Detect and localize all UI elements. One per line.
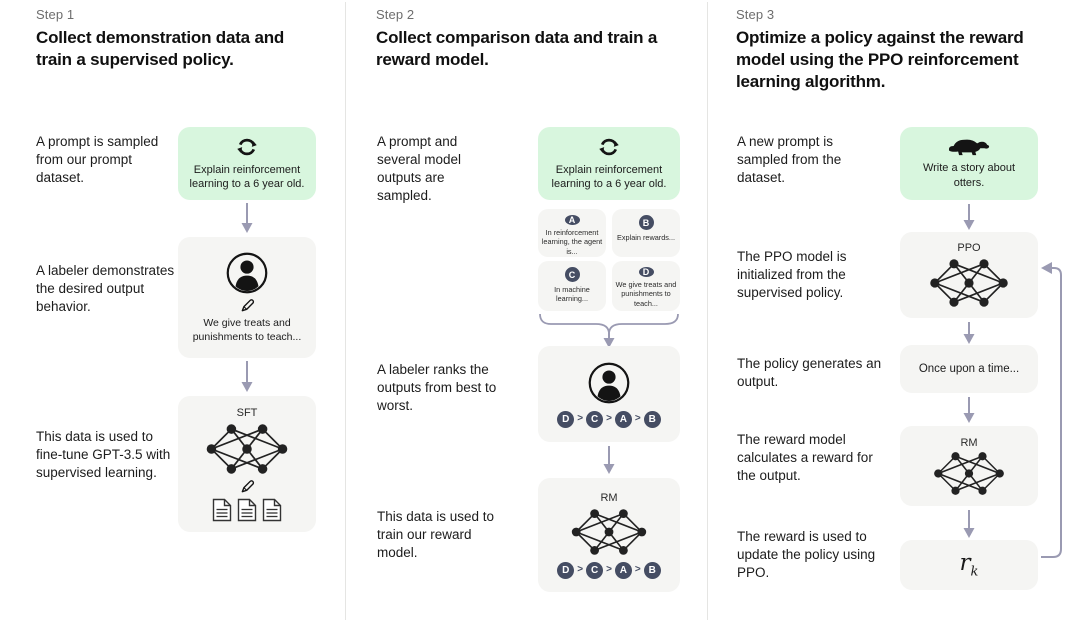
document-icon (212, 498, 232, 521)
step1-labeler-box: We give treats and punishments to teach.… (178, 237, 316, 358)
rank-badge: D (557, 561, 575, 579)
step1-caption-labeler: A labeler demonstrates the desired outpu… (36, 263, 175, 314)
output-text-a: In reinforcement learning, the agent is.… (541, 228, 603, 256)
step3-ppo-box: PPO (900, 232, 1038, 318)
rm-label: RM (960, 436, 978, 449)
step2-prompt-box: Explain reinforcement learning to a 6 ye… (538, 127, 680, 200)
column-divider (707, 2, 708, 620)
ranking-row: D > C > A > B (557, 561, 661, 579)
output-card-c: C In machine learning... (538, 261, 606, 311)
rank-separator: > (606, 413, 612, 424)
step2-rm-box: RM D > C > A > B (538, 478, 680, 592)
step3-caption-prompt: A new prompt is sampled from the dataset… (737, 134, 842, 185)
rank-separator: > (606, 564, 612, 575)
flow-arrow (241, 361, 253, 392)
step3-caption-ppo: The PPO model is initialized from the su… (737, 249, 847, 300)
merge-brace-arrow (539, 314, 679, 348)
flow-arrow (963, 510, 975, 538)
flow-arrow (241, 203, 253, 233)
output-card-b: B Explain rewards... (612, 209, 680, 257)
step2-caption-ranks: A labeler ranks the outputs from best to… (377, 362, 497, 413)
step1-prompt-text: Explain reinforcement learning to a 6 ye… (189, 163, 305, 190)
step1-label: Step 1 (36, 7, 75, 22)
step1-title: Collect demonstration data and train a s… (36, 28, 285, 69)
labeler-person-icon (588, 362, 630, 403)
flow-arrow (963, 204, 975, 230)
step3-reward-box: rk (900, 540, 1038, 590)
rank-separator: > (577, 413, 584, 424)
flow-arrow (963, 397, 975, 423)
refresh-icon (237, 138, 257, 155)
step3-caption-update: The reward is used to update the policy … (737, 529, 876, 580)
output-text-d: We give treats and punishments to teach.… (615, 280, 677, 308)
rank-badge: B (643, 561, 661, 579)
rank-badge: C (586, 561, 604, 579)
reward-symbol: r (959, 550, 971, 577)
feedback-loop-arrow (1041, 262, 1062, 558)
pencil-icon (241, 479, 254, 492)
step3-rm-box: RM (900, 426, 1038, 506)
output-card-a: A In reinforcement learning, the agent i… (538, 209, 606, 257)
sft-label: SFT (236, 406, 258, 419)
output-text-c: In machine learning... (554, 285, 590, 304)
output-card-d: D We give treats and punishments to teac… (612, 261, 680, 311)
rank-separator: > (634, 413, 641, 424)
pencil-icon (241, 299, 254, 312)
documents-row (212, 498, 282, 522)
flow-arrow (603, 446, 615, 474)
ppo-label: PPO (957, 242, 981, 254)
step3-label: Step 3 (736, 7, 775, 22)
step2-caption-train: This data is used to train our reward mo… (377, 509, 495, 560)
step3-title: Optimize a policy against the reward mod… (736, 28, 1024, 91)
step1-sft-box: SFT (178, 396, 316, 532)
neural-network-icon (571, 508, 647, 555)
output-badge-d: D (638, 267, 654, 277)
step1-prompt-box: Explain reinforcement learning to a 6 ye… (178, 127, 316, 200)
step1-caption-finetune: This data is used to fine-tune GPT-3.5 w… (36, 429, 171, 480)
flow-arrow (963, 322, 975, 344)
rank-separator: > (577, 564, 584, 575)
step3-prompt-text: Write a story about otters. (922, 162, 1016, 189)
rank-separator: > (634, 564, 641, 575)
step2-title: Collect comparison data and train a rewa… (376, 28, 658, 69)
reward-value: rk (960, 550, 979, 580)
neural-network-icon (206, 423, 288, 474)
rm-label: RM (600, 491, 618, 504)
step3-output-text: Once upon a time... (918, 362, 1020, 375)
step2-prompt-text: Explain reinforcement learning to a 6 ye… (551, 163, 667, 190)
step2-caption-sampled: A prompt and several model outputs are s… (377, 134, 462, 203)
rank-badge: A (614, 410, 632, 428)
output-badge-b: B (638, 215, 654, 230)
output-text-b: Explain rewards... (617, 233, 675, 242)
output-badge-c: C (564, 267, 580, 282)
rank-badge: D (557, 410, 575, 428)
step3-output-box: Once upon a time... (900, 345, 1038, 393)
labeler-person-icon (226, 252, 268, 294)
rank-badge: A (614, 561, 632, 579)
step2-labeler-box: D > C > A > B (538, 346, 680, 442)
output-badge-a: A (564, 215, 580, 225)
neural-network-icon (934, 451, 1004, 495)
rank-badge: B (643, 410, 661, 428)
step2-label: Step 2 (376, 7, 415, 22)
step3-prompt-box: Write a story about otters. (900, 127, 1038, 200)
step1-labeler-text: We give treats and punishments to teach.… (192, 316, 302, 343)
step3-caption-reward: The reward model calculates a reward for… (737, 432, 873, 483)
rank-badge: C (586, 410, 604, 428)
document-icon (237, 498, 257, 521)
otter-icon (948, 139, 990, 156)
step3-caption-output: The policy generates an output. (737, 356, 882, 389)
step1-caption-prompt: A prompt is sampled from our prompt data… (36, 134, 159, 185)
document-icon (262, 498, 282, 521)
reward-subscript: k (970, 564, 979, 580)
refresh-icon (599, 138, 619, 155)
column-divider (345, 2, 346, 620)
ranking-row: D > C > A > B (557, 410, 661, 428)
neural-network-icon (930, 259, 1008, 307)
